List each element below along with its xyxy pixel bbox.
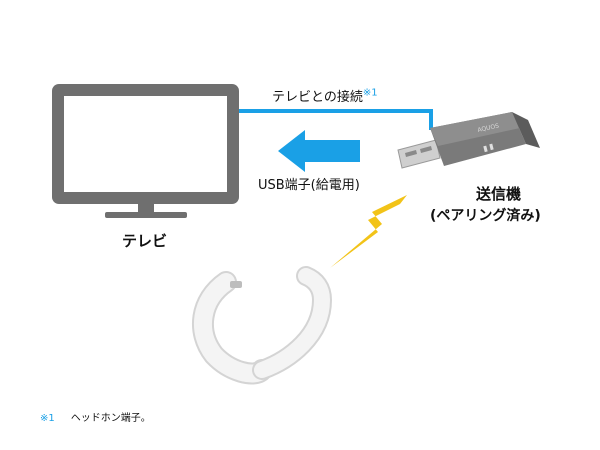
usb-port-label: USB端子(給電用) <box>258 178 360 193</box>
connection-note-mark: ※1 <box>362 87 378 99</box>
dongle-brand-text: AQUOS <box>477 123 500 134</box>
transmitter-status-label: (ペアリング済み) <box>430 208 541 224</box>
television-icon <box>52 84 239 218</box>
neck-speaker-icon <box>191 266 333 385</box>
usb-transmitter-icon: AQUOS <box>397 112 540 169</box>
connection-cable <box>239 109 433 130</box>
footnote-text: ヘッドホン端子。 <box>70 413 151 424</box>
footnote: ※1 ヘッドホン端子。 <box>40 409 151 424</box>
connection-label: テレビとの接続※1 <box>272 86 378 105</box>
tv-label: テレビ <box>122 232 168 250</box>
transmitter-label: 送信機 <box>476 185 522 203</box>
connection-label-text: テレビとの接続 <box>272 90 363 105</box>
footnote-mark: ※1 <box>40 413 55 424</box>
lightning-bolt-icon <box>330 195 407 268</box>
arrow-left-icon <box>278 130 360 172</box>
